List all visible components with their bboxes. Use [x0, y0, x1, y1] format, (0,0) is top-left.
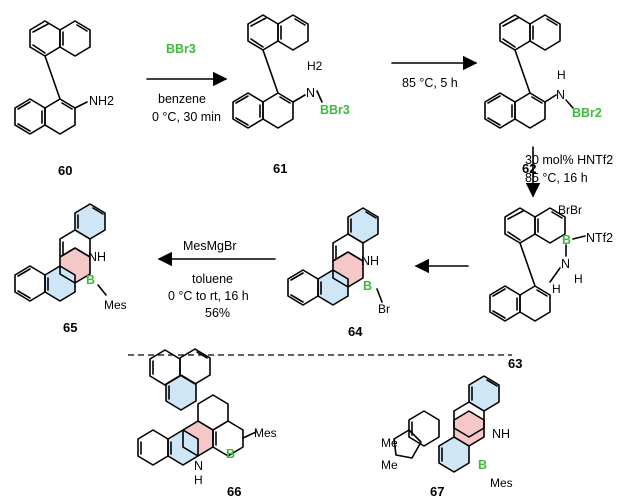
h-label-62: H — [557, 68, 566, 82]
b-label-66: B — [226, 447, 235, 461]
brbr-label-63: BrBr — [558, 203, 582, 217]
h-label-66: H — [194, 473, 203, 487]
b-label-64: B — [363, 279, 372, 293]
structure-66 — [137, 348, 257, 466]
step5-reagent: MesMgBr — [183, 239, 236, 253]
structure-65 — [14, 203, 107, 302]
step5-temperature: 0 °C to rt, 16 h — [168, 289, 249, 303]
ntf2-label-63: NTf2 — [586, 231, 613, 245]
mes-label-66: Mes — [254, 426, 277, 440]
step3-catalyst: 30 mol% HNTf2 — [525, 153, 613, 167]
mes-label-65: Mes — [104, 298, 127, 312]
b-label-63: B — [562, 233, 571, 247]
me-label-67b: Me — [381, 458, 398, 472]
step1-temperature: 0 °C, 30 min — [152, 110, 221, 124]
step1-reagent: BBr3 — [166, 42, 196, 56]
compound-label-65: 65 — [63, 320, 77, 335]
compound-label-63: 63 — [508, 356, 522, 371]
n-label-61: N — [306, 86, 315, 100]
b-label-65: B — [86, 273, 95, 287]
h2-label-63: H — [552, 282, 561, 296]
structure-67 — [393, 375, 500, 473]
mes-label-67: Mes — [490, 476, 513, 490]
structure-63 — [489, 207, 586, 322]
me-label-67a: Me — [381, 436, 398, 450]
n-label-66: N — [194, 459, 203, 473]
h1-label-63: H — [574, 272, 583, 286]
structure-64 — [287, 207, 383, 306]
nh-label-65: NH — [88, 250, 106, 264]
bbr2-label-62: BBr2 — [572, 106, 602, 120]
step5-yield: 56% — [205, 306, 230, 320]
compound-label-61: 61 — [273, 161, 287, 176]
n-label-63: N — [561, 257, 570, 271]
step3-temperature: 85 °C, 16 h — [525, 171, 588, 185]
compound-label-66: 66 — [227, 484, 241, 498]
h2-label-61: H2 — [307, 59, 323, 73]
nh-label-64: NH — [361, 254, 379, 268]
structure-62 — [484, 14, 574, 129]
b-label-67: B — [478, 458, 487, 472]
br-label-64: Br — [378, 302, 390, 316]
bbr3-label-61: BBr3 — [320, 103, 350, 117]
step5-solvent: toluene — [192, 272, 233, 286]
structure-61 — [232, 14, 323, 129]
structure-60 — [14, 20, 91, 135]
amine-label-60: NH2 — [89, 94, 114, 108]
compound-label-67: 67 — [430, 484, 444, 498]
step2-conditions: 85 °C, 5 h — [402, 76, 458, 90]
step1-solvent: benzene — [158, 92, 206, 106]
compound-label-60: 60 — [58, 163, 72, 178]
compound-label-64: 64 — [348, 324, 363, 339]
nh-label-67: NH — [492, 427, 510, 441]
n-label-62: N — [556, 88, 565, 102]
